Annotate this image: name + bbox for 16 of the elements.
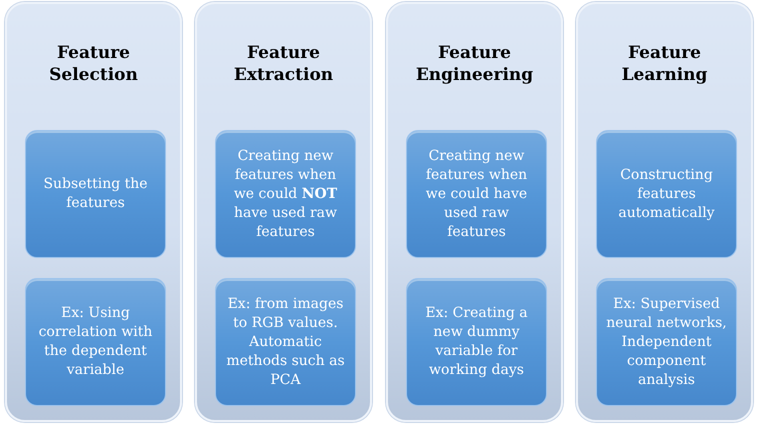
content-card: Ex: Creating a new dummy variable for working days: [406, 278, 547, 406]
content-card: Ex: Using correlation with the dependent variable: [25, 278, 166, 406]
content-card: Constructing features automatically: [596, 130, 737, 258]
column-panel: [195, 2, 372, 422]
column-heading: Feature Learning: [620, 42, 708, 86]
column-heading: Feature Extraction: [232, 42, 334, 86]
content-card: Subsetting the features: [25, 130, 166, 258]
column-panel: [576, 2, 753, 422]
column-panel: [5, 2, 182, 422]
content-card: Creating new features when we could have used raw features: [406, 130, 547, 258]
content-card: Ex: Supervised neural networks, Independent component analysis: [596, 278, 737, 406]
column-heading: Feature Engineering: [414, 42, 534, 86]
content-card: Ex: from images to RGB values. Automatic methods such as PCA: [215, 278, 356, 406]
content-card: Creating new features when we could NOT have used raw features: [215, 130, 356, 258]
column-heading: Feature Selection: [48, 42, 139, 86]
column-panel: [386, 2, 563, 422]
